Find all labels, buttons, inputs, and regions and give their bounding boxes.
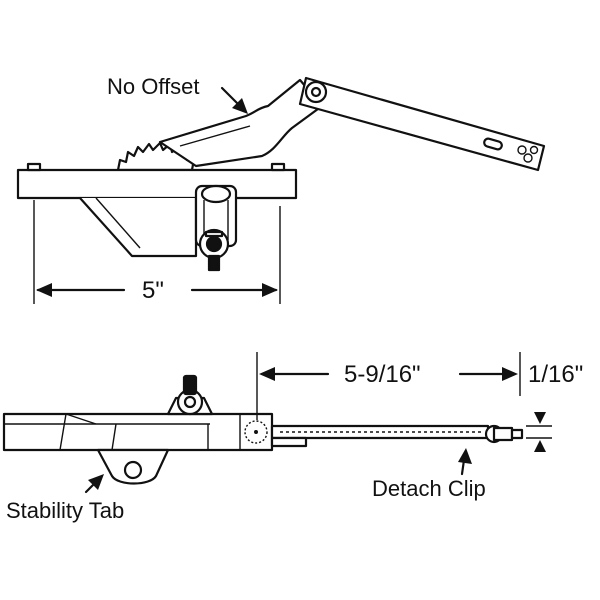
operator-side-view: 5-9/16" 1/16" Stability Tab Detach Clip [2, 352, 583, 523]
offset-label: 1/16" [528, 361, 583, 388]
side-stud [166, 374, 214, 416]
detach-clip-label: Detach Clip [372, 476, 486, 501]
spline-stud [198, 228, 230, 272]
side-housing [2, 412, 274, 452]
no-offset-label: No Offset [107, 74, 200, 99]
detach-clip [484, 424, 524, 444]
dimension-arm-length: 5-9/16" [256, 352, 521, 420]
base-plate [16, 168, 298, 200]
housing-body [78, 196, 198, 258]
operator-top-view: No Offset 5" [16, 74, 546, 304]
stability-tab-label: Stability Tab [6, 498, 124, 523]
dimension-5in: 5" [33, 200, 281, 304]
long-arm [298, 76, 546, 172]
dimension-offset: 1/16" [526, 361, 583, 452]
width-dimension-label: 5" [142, 277, 164, 304]
arm-length-label: 5-9/16" [344, 361, 421, 388]
